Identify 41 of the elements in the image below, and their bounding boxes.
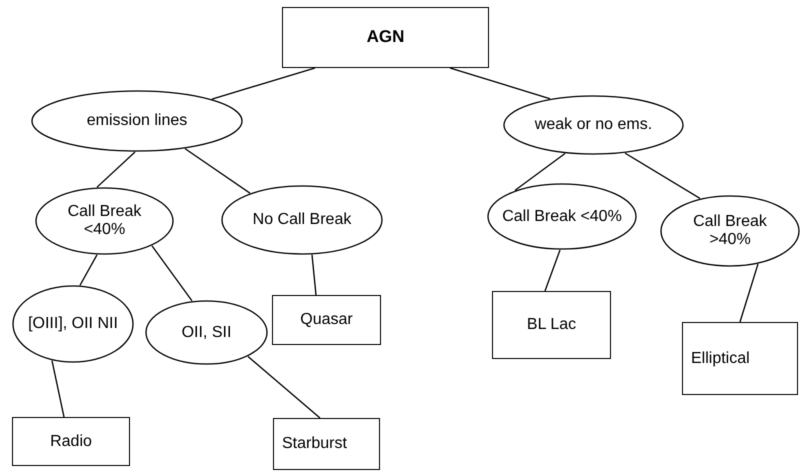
connector-line	[51, 360, 65, 418]
connector-line	[151, 245, 193, 302]
node-label: [OIII], OII NII	[28, 315, 118, 333]
connector-line	[96, 152, 136, 188]
ellipse-node	[503, 95, 684, 155]
node-label: No Call Break	[252, 211, 352, 229]
box-node	[272, 295, 381, 345]
node-label: Radio	[50, 432, 92, 450]
box-node	[273, 418, 380, 470]
connector-line	[79, 254, 98, 286]
connector-line	[739, 264, 759, 322]
connector-line	[450, 67, 550, 100]
node-label: Call Break <40%	[66, 203, 142, 239]
connector-line	[212, 67, 316, 100]
box-node	[682, 322, 798, 395]
connector-line	[624, 152, 700, 200]
ellipse-node	[221, 185, 383, 255]
connector-line	[514, 152, 566, 191]
ellipse-node	[35, 187, 174, 255]
box-node	[492, 291, 611, 359]
ellipse-node	[31, 90, 243, 152]
box-node	[12, 417, 130, 466]
connector-line	[184, 148, 250, 194]
ellipse-node	[487, 183, 637, 250]
connector-line	[311, 254, 317, 296]
connector-line	[544, 250, 561, 292]
node-label: emission lines	[86, 112, 188, 130]
ellipse-node	[145, 300, 268, 365]
node-label: Quasar	[300, 311, 353, 329]
node-label: weak or no ems.	[534, 116, 652, 134]
node-label: OII, SII	[182, 324, 232, 342]
node-label: Call Break >40%	[692, 213, 768, 249]
node-label: Elliptical	[691, 350, 750, 368]
node-label: Call Break <40%	[502, 208, 622, 226]
box-node	[282, 7, 489, 68]
connector-line	[248, 356, 320, 418]
ellipse-node	[660, 195, 800, 267]
node-label: AGN	[366, 28, 404, 47]
ellipse-node	[12, 285, 134, 363]
node-label: BL Lac	[526, 316, 576, 334]
node-label: Starburst	[282, 435, 347, 453]
